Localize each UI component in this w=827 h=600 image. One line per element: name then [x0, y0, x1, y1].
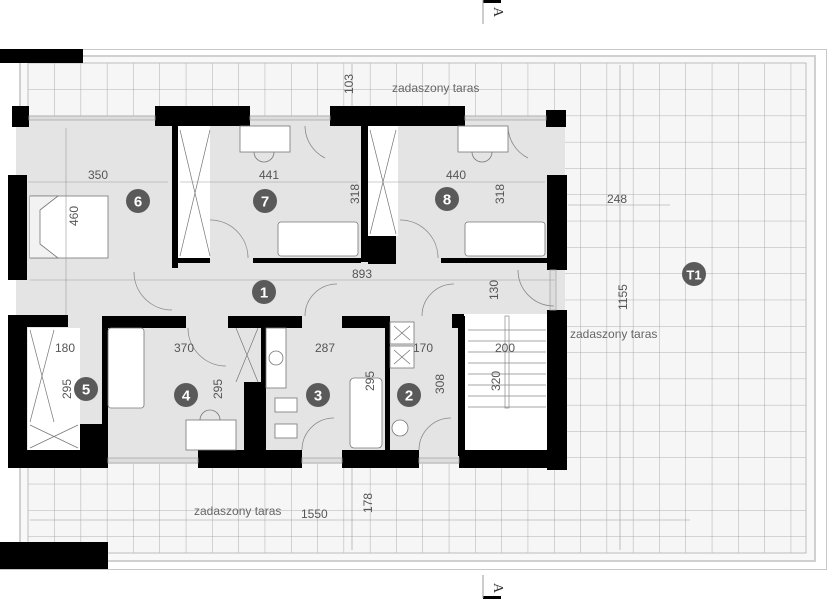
svg-text:T1: T1	[686, 268, 701, 283]
dim-right-terrace-length: 1155	[616, 284, 630, 310]
desk	[457, 125, 509, 153]
dim-room4-width: 370	[174, 341, 194, 355]
dim-room3-width: 287	[315, 341, 335, 355]
dim-right-terrace-width: 248	[607, 192, 627, 206]
svg-text:5: 5	[82, 382, 90, 399]
svg-text:6: 6	[134, 194, 142, 211]
room-badge-8: 8	[435, 187, 459, 211]
section-letter: A	[490, 7, 505, 18]
room-badge-1: 1	[252, 280, 276, 304]
dim-room2-width: 170	[413, 341, 433, 355]
dim-corridor-depth: 130	[487, 280, 501, 300]
dim-room7-width: 441	[259, 168, 279, 182]
dim-room8-depth: 318	[493, 184, 507, 204]
dim-room6-depth: 460	[67, 206, 81, 226]
walls	[8, 106, 567, 470]
single-bed	[107, 327, 145, 409]
dim-bottom-terrace-length: 1550	[301, 507, 328, 521]
svg-text:1: 1	[260, 285, 268, 302]
dim-room4-depth: 295	[211, 379, 225, 399]
dim-room5-width: 180	[55, 341, 75, 355]
dim-room8-width: 440	[446, 168, 466, 182]
windows	[28, 115, 557, 464]
room-badge-6: 6	[126, 189, 150, 213]
bathtub	[349, 377, 383, 449]
room-badge-4: 4	[174, 383, 198, 407]
room-badges: 6 7 8 1 5 4 3 2 T1	[74, 187, 706, 407]
terrace-label-top: zadaszony taras	[392, 81, 479, 95]
dimension-labels: 103 350 460 441 318 440 318 893 130 248 …	[55, 74, 630, 521]
pillar-top-left	[0, 49, 83, 63]
section-marker-bottom: A	[482, 575, 505, 599]
svg-text:2: 2	[405, 388, 413, 405]
terrace-label-bottom: zadaszony taras	[194, 504, 281, 518]
room-badge-7: 7	[253, 189, 277, 213]
wardrobes	[29, 129, 397, 449]
svg-text:7: 7	[261, 194, 269, 211]
dim-room3-bath-depth: 295	[363, 371, 377, 391]
svg-text:8: 8	[443, 192, 451, 209]
doors	[133, 125, 555, 451]
dim-corridor-length: 893	[352, 267, 372, 281]
furniture	[29, 125, 546, 451]
dim-room6-width: 350	[88, 168, 108, 182]
terrace-badge-t1: T1	[682, 262, 706, 286]
dim-stair-width: 200	[495, 341, 515, 355]
single-bed	[277, 221, 359, 257]
pillar-bottom-left	[0, 542, 108, 569]
room-badge-5: 5	[74, 377, 98, 401]
dim-room7-depth: 318	[348, 184, 362, 204]
dim-stair-length: 320	[489, 371, 503, 391]
desk	[239, 125, 291, 153]
dim-bottom-terrace-depth: 178	[361, 493, 375, 513]
section-letter: A	[490, 583, 505, 594]
terrace-label-right: zadaszony taras	[570, 327, 657, 341]
room-badge-3: 3	[306, 383, 330, 407]
dim-top-terrace-depth: 103	[342, 74, 356, 94]
svg-text:4: 4	[182, 388, 191, 405]
dim-room5-depth: 295	[60, 379, 74, 399]
dimension-lines	[28, 64, 690, 550]
staircase	[468, 315, 546, 409]
dim-room2-depth: 308	[433, 374, 447, 394]
room-badge-2: 2	[397, 383, 421, 407]
single-bed	[464, 221, 546, 257]
svg-text:3: 3	[314, 388, 322, 405]
desk	[185, 419, 237, 451]
section-marker-top: A	[482, 0, 505, 24]
